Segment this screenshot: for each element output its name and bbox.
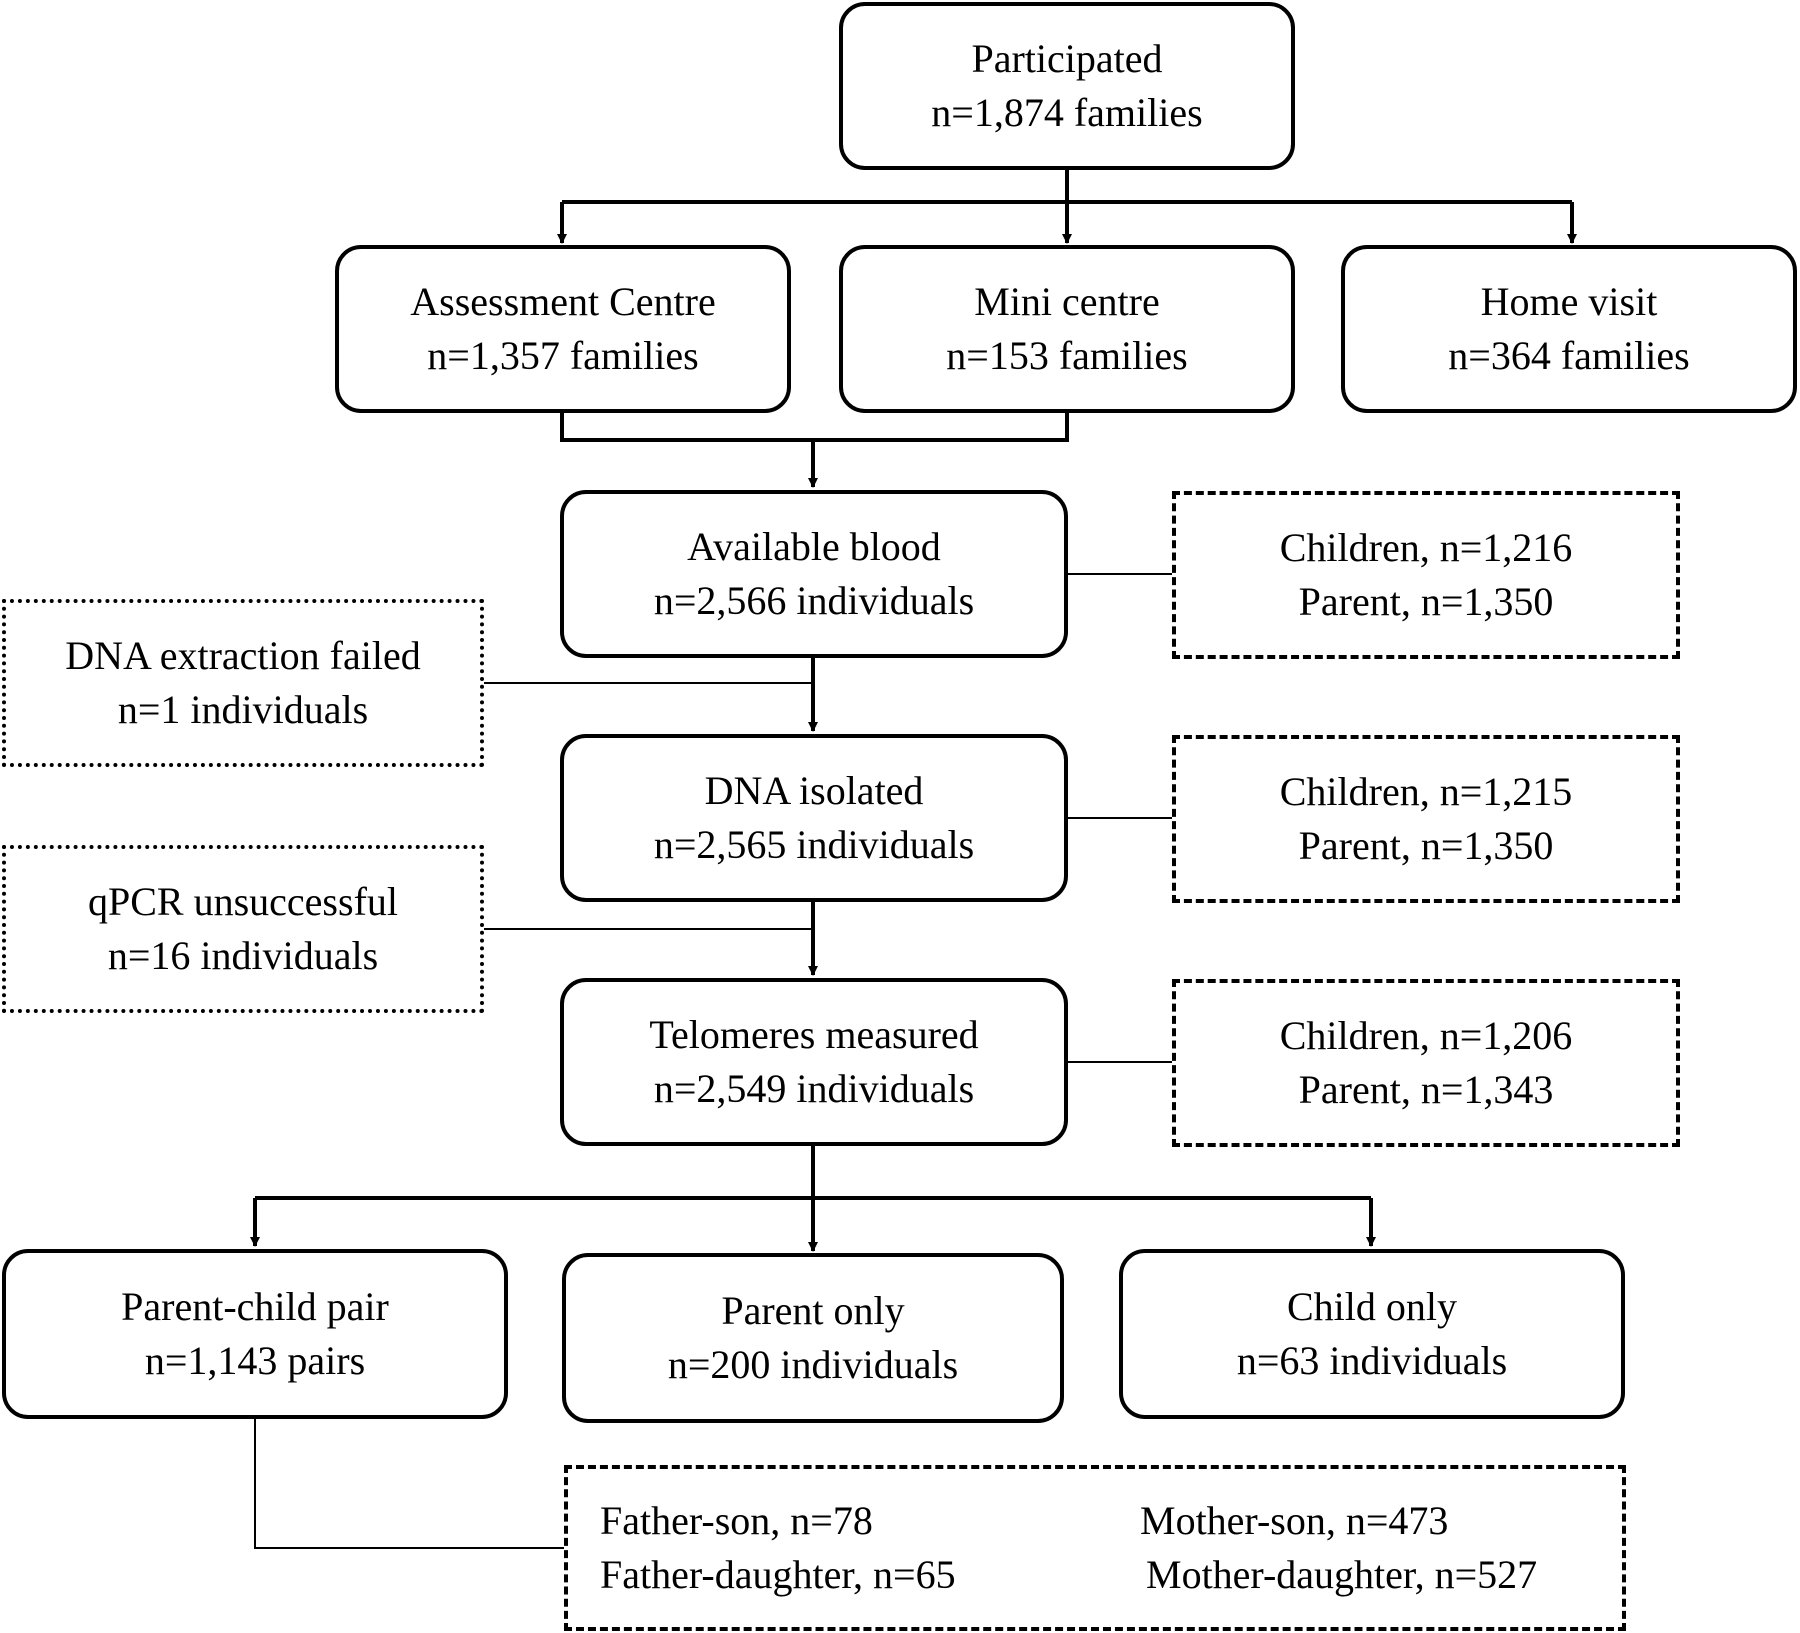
parent-only-count: n=200 individuals — [667, 1342, 959, 1387]
parent-child-pair-box: Parent-child pair n=1,143 pairs — [2, 1249, 508, 1419]
participated-title: Participated — [971, 36, 1163, 81]
breakdown-box-1: Children, n=1,216 Parent, n=1,350 — [1172, 491, 1680, 659]
child-only-box: Child only n=63 individuals — [1119, 1249, 1625, 1419]
parent-child-pair-count: n=1,143 pairs — [144, 1338, 366, 1383]
dna-isolated-box: DNA isolated n=2,565 individuals — [560, 734, 1068, 902]
available-blood-count: n=2,566 individuals — [653, 578, 975, 623]
pair-mother-daughter: Mother-daughter, n=527 — [1146, 1552, 1538, 1597]
participated-count: n=1,874 families — [931, 90, 1203, 135]
pair-father-daughter: Father-daughter, n=65 — [600, 1552, 956, 1597]
assessment-centre-title: Assessment Centre — [410, 279, 716, 324]
available-blood-box: Available blood n=2,566 individuals — [560, 490, 1068, 658]
breakdown-1-children: Children, n=1,216 — [1279, 525, 1573, 570]
available-blood-title: Available blood — [687, 524, 941, 569]
parent-child-pair-title: Parent-child pair — [121, 1284, 389, 1329]
link-pair-types — [254, 1418, 564, 1549]
breakdown-box-2: Children, n=1,215 Parent, n=1,350 — [1172, 735, 1680, 903]
pair-mother-son: Mother-son, n=473 — [1140, 1498, 1449, 1543]
child-only-count: n=63 individuals — [1236, 1338, 1508, 1383]
assessment-centre-box: Assessment Centre n=1,357 families — [335, 245, 791, 413]
dna-extraction-failed-box: DNA extraction failed n=1 individuals — [2, 599, 484, 767]
telomeres-measured-count: n=2,549 individuals — [653, 1066, 975, 1111]
dna-extraction-failed-count: n=1 individuals — [117, 687, 369, 732]
telomeres-measured-title: Telomeres measured — [649, 1012, 979, 1057]
dna-extraction-failed-title: DNA extraction failed — [65, 633, 421, 678]
participated-box: Participated n=1,874 families — [839, 2, 1295, 170]
breakdown-3-children: Children, n=1,206 — [1279, 1013, 1573, 1058]
parent-only-title: Parent only — [721, 1288, 905, 1333]
assessment-centre-count: n=1,357 families — [427, 333, 699, 378]
home-visit-title: Home visit — [1480, 279, 1658, 324]
child-only-title: Child only — [1286, 1284, 1458, 1329]
home-visit-count: n=364 families — [1448, 333, 1690, 378]
dna-isolated-title: DNA isolated — [704, 768, 924, 813]
breakdown-2-children: Children, n=1,215 — [1279, 769, 1573, 814]
mini-centre-title: Mini centre — [974, 279, 1160, 324]
pair-father-son: Father-son, n=78 — [600, 1498, 873, 1543]
mini-centre-count: n=153 families — [946, 333, 1188, 378]
qpcr-unsuccessful-count: n=16 individuals — [107, 933, 379, 978]
pair-types-box: Father-son, n=78 Mother-son, n=473 Fathe… — [564, 1465, 1626, 1631]
breakdown-box-3: Children, n=1,206 Parent, n=1,343 — [1172, 979, 1680, 1147]
breakdown-2-parent: Parent, n=1,350 — [1298, 823, 1554, 868]
telomeres-measured-box: Telomeres measured n=2,549 individuals — [560, 978, 1068, 1146]
parent-only-box: Parent only n=200 individuals — [562, 1253, 1064, 1423]
qpcr-unsuccessful-box: qPCR unsuccessful n=16 individuals — [2, 845, 484, 1013]
home-visit-box: Home visit n=364 families — [1341, 245, 1797, 413]
mini-centre-box: Mini centre n=153 families — [839, 245, 1295, 413]
breakdown-3-parent: Parent, n=1,343 — [1298, 1067, 1554, 1112]
breakdown-1-parent: Parent, n=1,350 — [1298, 579, 1554, 624]
dna-isolated-count: n=2,565 individuals — [653, 822, 975, 867]
qpcr-unsuccessful-title: qPCR unsuccessful — [88, 879, 398, 924]
connector-merge-sites — [560, 412, 1069, 442]
